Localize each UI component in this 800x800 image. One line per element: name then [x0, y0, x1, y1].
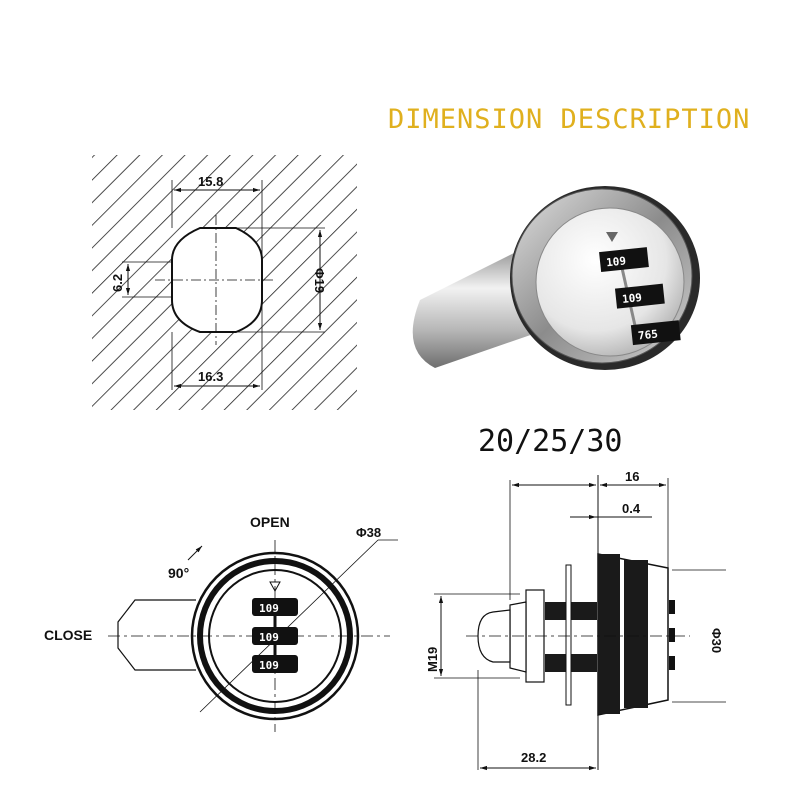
dim-diameter-30: Φ30 [709, 628, 724, 653]
dim-diameter-19: Φ19 [312, 268, 327, 293]
svg-text:109: 109 [606, 254, 627, 269]
photo-dial-1 [599, 247, 649, 273]
svg-text:765: 765 [637, 327, 658, 342]
photo-dial-3 [630, 320, 681, 346]
angle-label: 90° [168, 565, 189, 581]
size-options-title: 20/25/30 [478, 424, 623, 459]
front-view-drawing: 109 109 109 OPEN CLOSE 90° Φ38 [44, 514, 398, 732]
panel-cutout-drawing: 15.8 16.3 6.2 Φ19 [92, 155, 357, 410]
indicator-triangle-icon [269, 581, 281, 593]
svg-text:109: 109 [259, 659, 279, 672]
rotation-arrow-icon [187, 545, 203, 561]
front-dial-2 [252, 627, 298, 645]
photo-dial-2 [614, 283, 665, 309]
dim-gap-0-4: 0.4 [622, 501, 641, 516]
dim-top-16: 16 [625, 469, 639, 484]
front-dial-3 [252, 655, 298, 673]
cam-plate [565, 564, 572, 706]
close-label: CLOSE [44, 627, 92, 643]
svg-text:109: 109 [259, 602, 279, 615]
dim-top-width: 15.8 [198, 174, 223, 189]
dimension-description-heading: DIMENSION DESCRIPTION [388, 104, 751, 135]
front-dial-1 [252, 598, 298, 616]
indicator-triangle-icon [606, 232, 618, 242]
knurled-bezel [598, 554, 620, 714]
dim-bottom-width: 16.3 [198, 369, 223, 384]
dim-flat-height: 6.2 [110, 274, 125, 292]
dim-diameter-38: Φ38 [356, 525, 381, 540]
svg-text:109: 109 [621, 291, 642, 306]
cam-outline [117, 599, 196, 671]
svg-text:109: 109 [259, 631, 279, 644]
side-view-drawing: 16 0.4 M19 Φ30 28.2 [425, 469, 726, 771]
open-label: OPEN [250, 514, 290, 530]
dim-length-28-2: 28.2 [521, 750, 546, 765]
thread-label: M19 [425, 647, 440, 672]
lock-face [535, 207, 685, 357]
lock-product-photo: 109 109 765 [412, 186, 700, 370]
